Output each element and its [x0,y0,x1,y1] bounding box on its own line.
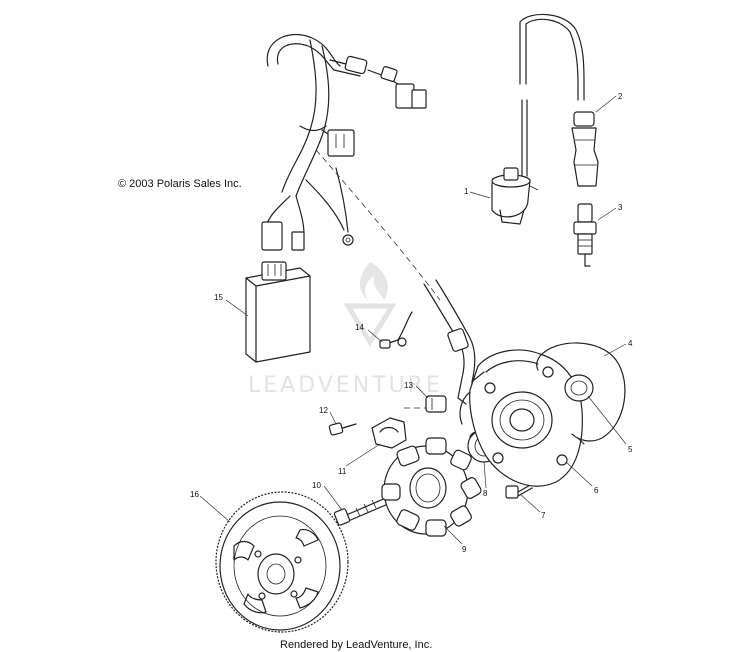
cdi-module-part [245,261,311,363]
callout-5: 5 [628,445,633,454]
callout-8: 8 [483,489,488,498]
spark-plug-part [573,203,597,267]
wiring-harness [261,33,427,251]
callout-2: 2 [618,92,623,101]
assembly-dash-line [315,149,441,301]
callout-11: 11 [338,467,347,476]
o-ring-part [536,342,626,442]
callout-10: 10 [312,481,321,490]
callout-14: 14 [355,323,364,332]
stator-lead-wire [423,279,476,405]
stator-part [381,437,482,537]
wire-grommet-part [425,395,447,413]
callout-9: 9 [462,545,467,554]
watermark: LEADVENTURE [248,262,443,398]
leader-lines [199,95,627,545]
callout-6: 6 [594,486,599,495]
clamp-screw-part [328,422,357,436]
housing-screw-part [505,483,533,499]
copyright-text: © 2003 Polaris Sales Inc. [118,178,242,190]
callout-13: 13 [404,381,413,390]
watermark-logo [343,262,397,347]
callout-15: 15 [214,293,223,302]
footer-text: Rendered by LeadVenture, Inc. [280,639,432,651]
callout-labels: 1 2 3 4 5 6 7 8 9 10 11 12 13 14 15 16 [190,92,633,554]
stator-bolt-part [333,497,389,526]
ignition-coil-part [491,13,585,225]
wire-clamp-part [371,417,407,449]
housing-seal-part [564,374,594,402]
callout-7: 7 [541,511,546,520]
callout-1: 1 [464,187,469,196]
flywheel-part [215,491,349,633]
spark-plug-boot-part [571,111,599,187]
callout-12: 12 [319,406,328,415]
callout-16: 16 [190,490,199,499]
ground-screw-part [379,311,413,349]
stator-housing-part [459,349,585,487]
callout-4: 4 [628,339,633,348]
watermark-text: LEADVENTURE [248,373,443,398]
callout-3: 3 [618,203,623,212]
